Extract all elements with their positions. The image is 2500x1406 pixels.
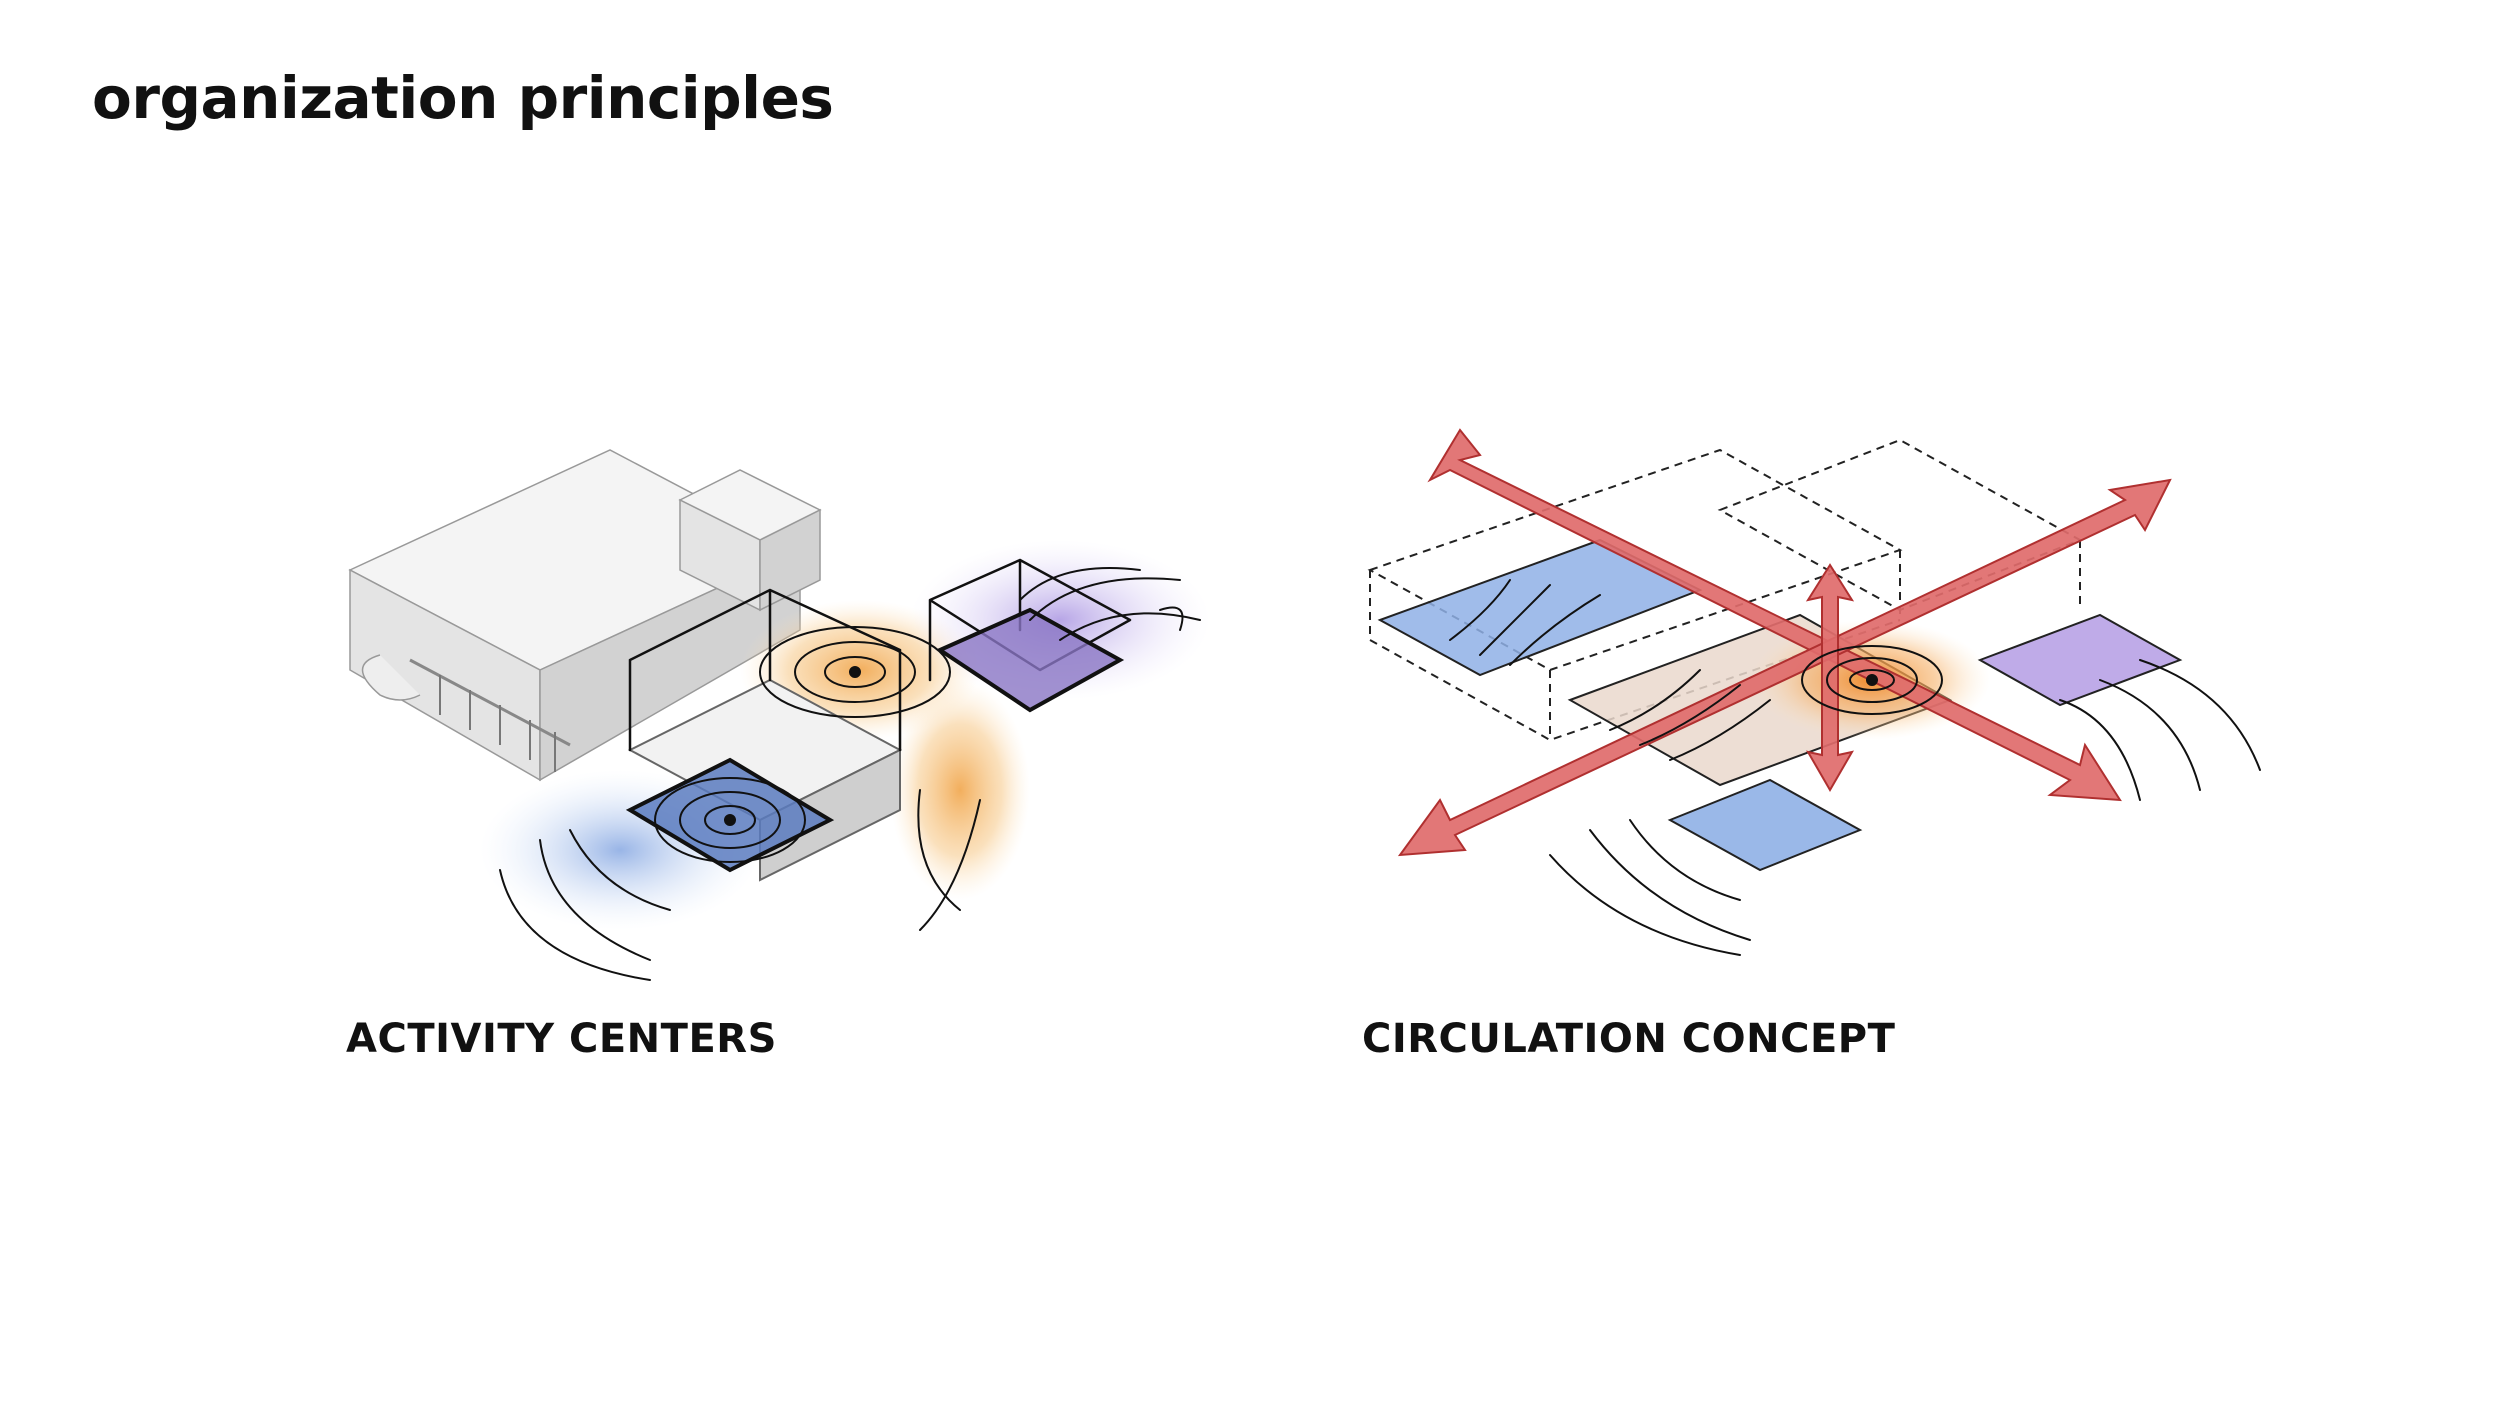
arrow-vertical [1805, 563, 1855, 792]
light-blue-zone-south [1667, 778, 1863, 872]
activity-ripples [499, 567, 1201, 981]
circulation-hub-ripples [1449, 579, 2261, 956]
circulation-concept-diagram [1367, 428, 2261, 956]
purple-activity-zone [935, 607, 1125, 713]
orange-glow-lower [890, 680, 1030, 900]
page-title: organization principles [92, 64, 834, 132]
activity-centers-diagram [348, 449, 1210, 981]
caption-activity-centers: ACTIVITY CENTERS [346, 1016, 777, 1062]
caption-circulation-concept: CIRCULATION CONCEPT [1362, 1016, 1896, 1062]
arrow-diagonal-ne-sw [1397, 478, 2172, 857]
circulation-arrows [1397, 428, 2172, 857]
purple-zone-east [1977, 613, 2183, 707]
arrow-diagonal-nw-se [1427, 428, 2122, 802]
